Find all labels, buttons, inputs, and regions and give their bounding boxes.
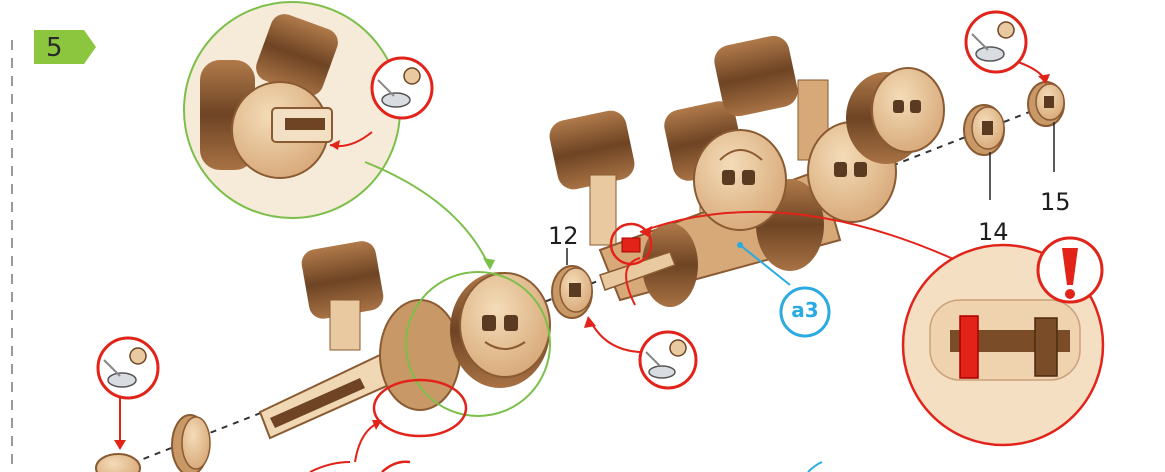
crankshaft-left-assembly	[258, 241, 551, 440]
red-highlight-ellipse	[372, 378, 468, 438]
step-number: 5	[46, 33, 63, 63]
red-pointer-arrow	[639, 210, 961, 263]
wax-lubricant-icon	[638, 330, 698, 390]
part-label-14: 14	[978, 218, 1009, 246]
disc-face	[871, 67, 945, 153]
red-key-part	[621, 237, 641, 253]
wax-lubricant-icon	[370, 56, 434, 120]
step-badge: 5	[34, 30, 96, 64]
warning-exclamation-icon	[1036, 236, 1104, 304]
wax-lubricant-icon	[964, 10, 1028, 74]
detail-zoom-circle-top	[183, 1, 401, 219]
washer-part	[95, 453, 141, 472]
a3-callout-circle	[779, 286, 831, 338]
red-pointer-arrow	[625, 257, 641, 306]
disc-face	[693, 129, 787, 231]
green-highlight-circle	[405, 271, 551, 417]
part-label-15: 15	[1040, 188, 1071, 216]
engine-main-assembly	[549, 35, 945, 307]
blue-callout-line	[739, 244, 791, 286]
wax-lubricant-icon	[96, 336, 160, 400]
green-callout-arrow	[364, 161, 491, 269]
part-12-washer	[551, 265, 593, 319]
part-15-washer	[1027, 81, 1065, 127]
part-label-12: 12	[548, 222, 579, 250]
piston-detail	[200, 14, 338, 179]
red-pointer-arrow	[589, 319, 641, 353]
step-badge-shape	[34, 30, 96, 64]
a3-callout-label: a3	[791, 298, 819, 322]
red-key-part	[959, 315, 979, 379]
part-14-washer	[963, 104, 1005, 156]
